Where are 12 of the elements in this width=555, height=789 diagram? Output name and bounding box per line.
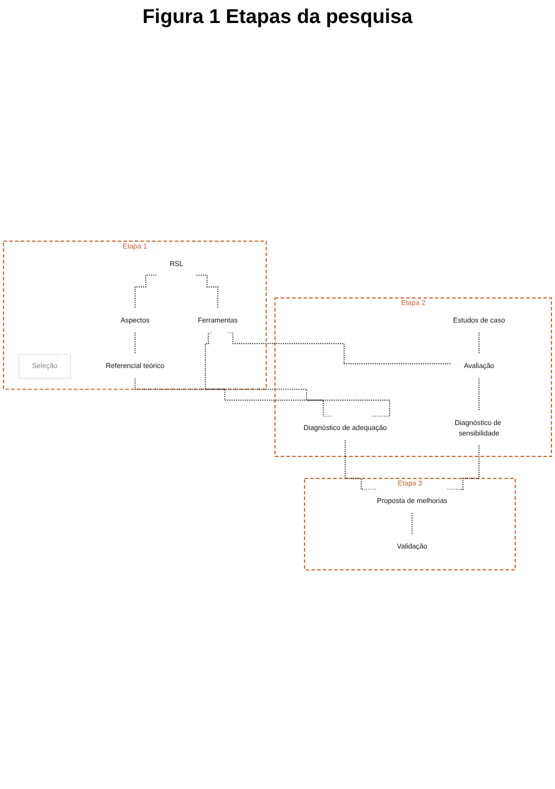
connector: [344, 440, 378, 490]
connector: [478, 378, 480, 412]
figure-title: Figura 1 Etapas da pesquisa: [141, 6, 414, 29]
connector: [134, 274, 156, 310]
connector: [228, 332, 451, 364]
connector: [196, 274, 218, 310]
connector: [134, 378, 332, 418]
connector: [412, 512, 413, 536]
connector: [446, 444, 480, 490]
connector: [204, 332, 390, 418]
connector: [134, 332, 136, 356]
connector: [478, 332, 480, 356]
